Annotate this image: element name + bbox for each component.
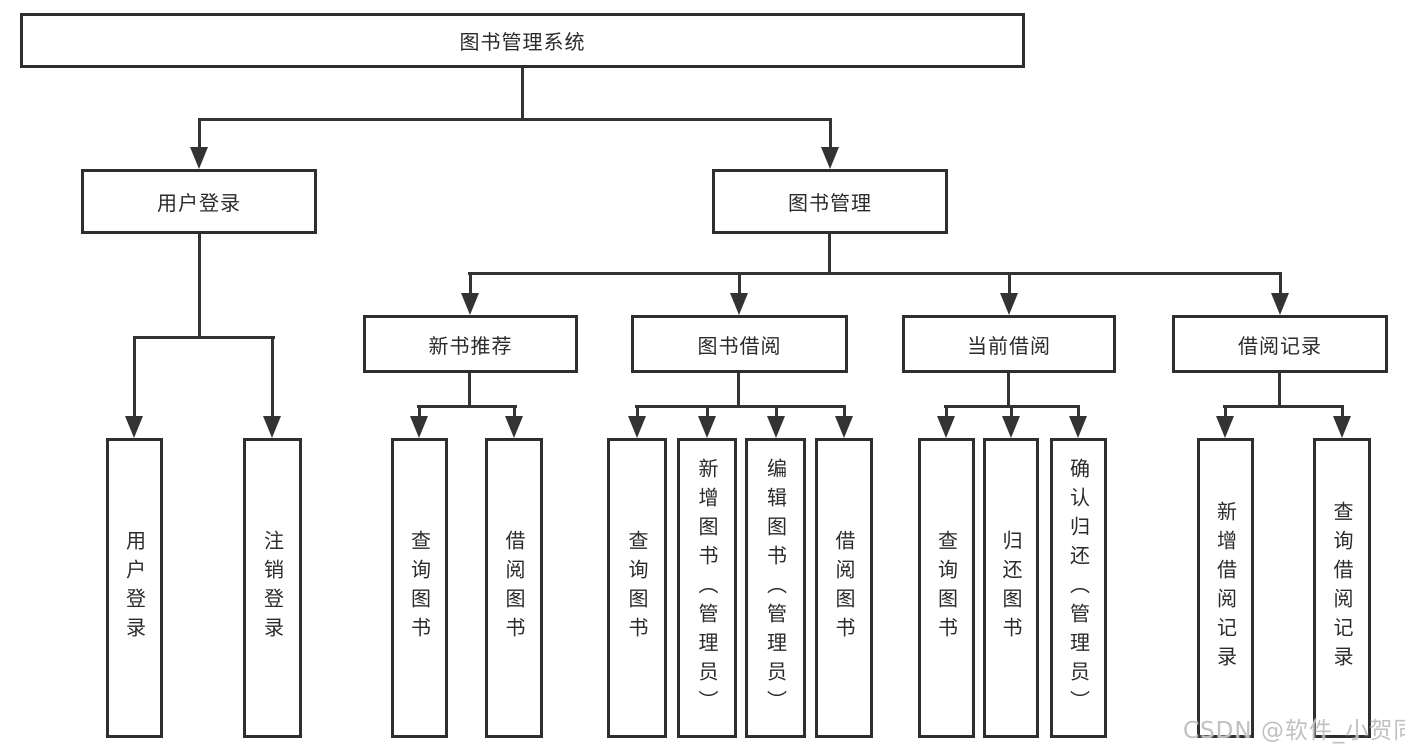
leaf-add-borrow-record-label: 新增借阅记录 bbox=[1213, 501, 1238, 675]
connector-vline bbox=[198, 234, 201, 338]
leaf-query-books-2: 查询图书 bbox=[607, 438, 667, 738]
leaf-query-books-2-label: 查询图书 bbox=[625, 530, 649, 646]
leaf-query-books-3: 查询图书 bbox=[918, 438, 975, 738]
connector-arrow-shaft bbox=[271, 336, 274, 418]
arrow-down-icon bbox=[628, 416, 646, 438]
leaf-query-books-1-label: 查询图书 bbox=[407, 530, 432, 646]
leaf-add-books-admin: 新增图书（管理员） bbox=[677, 438, 737, 738]
connector-arrow-shaft bbox=[945, 405, 948, 418]
leaf-add-borrow-record: 新增借阅记录 bbox=[1197, 438, 1254, 738]
node-borrow-records: 借阅记录 bbox=[1172, 315, 1388, 373]
leaf-borrow-books-1-label: 借阅图书 bbox=[502, 530, 526, 646]
arrow-down-icon bbox=[1216, 416, 1234, 438]
arrow-down-icon bbox=[461, 293, 479, 315]
leaf-borrow-books-2-label: 借阅图书 bbox=[832, 530, 856, 646]
connector-arrow-shaft bbox=[469, 272, 472, 295]
leaf-return-books-label: 归还图书 bbox=[999, 530, 1023, 646]
connector-arrow-shaft bbox=[1279, 272, 1282, 295]
arrow-down-icon bbox=[410, 416, 428, 438]
arrow-down-icon bbox=[1000, 293, 1018, 315]
leaf-edit-books-admin: 编辑图书（管理员） bbox=[745, 438, 806, 738]
connector-vline bbox=[1007, 373, 1010, 407]
connector-hline bbox=[133, 336, 275, 339]
connector-arrow-shaft bbox=[418, 405, 421, 418]
connector-hline bbox=[468, 272, 1282, 275]
node-book-borrow: 图书借阅 bbox=[631, 315, 848, 373]
leaf-user-login: 用户登录 bbox=[106, 438, 163, 738]
arrow-down-icon bbox=[821, 147, 839, 169]
connector-hline bbox=[198, 118, 832, 121]
leaf-borrow-books-2: 借阅图书 bbox=[815, 438, 873, 738]
leaf-confirm-return-admin-label: 确认归还（管理员） bbox=[1066, 457, 1091, 719]
connector-vline bbox=[737, 373, 740, 407]
leaf-edit-books-admin-label: 编辑图书（管理员） bbox=[763, 457, 788, 719]
connector-hline bbox=[417, 405, 517, 408]
connector-arrow-shaft bbox=[706, 405, 709, 418]
node-current-borrow-label: 当前借阅 bbox=[967, 333, 1051, 358]
leaf-return-books: 归还图书 bbox=[983, 438, 1039, 738]
connector-arrow-shaft bbox=[1077, 405, 1080, 418]
node-borrow-records-label: 借阅记录 bbox=[1238, 333, 1322, 358]
arrow-down-icon bbox=[698, 416, 716, 438]
arrow-down-icon bbox=[835, 416, 853, 438]
leaf-borrow-books-1: 借阅图书 bbox=[485, 438, 543, 738]
connector-arrow-shaft bbox=[198, 118, 201, 149]
node-book-borrow-label: 图书借阅 bbox=[697, 333, 782, 358]
leaf-add-books-admin-label: 新增图书（管理员） bbox=[695, 457, 719, 719]
node-book-management: 图书管理 bbox=[712, 169, 948, 234]
node-library-system-label: 图书管理系统 bbox=[459, 30, 586, 54]
watermark: CSDN @软件_小贺同学 bbox=[1183, 718, 1405, 744]
leaf-logout-label: 注销登录 bbox=[260, 530, 285, 646]
arrow-down-icon bbox=[263, 416, 281, 438]
connector-arrow-shaft bbox=[1010, 405, 1013, 418]
arrow-down-icon bbox=[1002, 416, 1020, 438]
node-library-system: 图书管理系统 bbox=[20, 13, 1025, 68]
node-book-management-label: 图书管理 bbox=[788, 191, 872, 215]
leaf-user-login-label: 用户登录 bbox=[122, 530, 147, 646]
connector-arrow-shaft bbox=[636, 405, 639, 418]
arrow-down-icon bbox=[937, 416, 955, 438]
leaf-query-borrow-record-label: 查询借阅记录 bbox=[1330, 501, 1354, 675]
arrow-down-icon bbox=[1069, 416, 1087, 438]
connector-arrow-shaft bbox=[513, 405, 516, 418]
connector-arrow-shaft bbox=[133, 336, 136, 418]
arrow-down-icon bbox=[1333, 416, 1351, 438]
connector-vline bbox=[521, 68, 524, 120]
connector-hline bbox=[1223, 405, 1344, 408]
node-new-book-recommend: 新书推荐 bbox=[363, 315, 578, 373]
node-user-login-label: 用户登录 bbox=[157, 191, 241, 215]
connector-hline bbox=[635, 405, 846, 408]
node-current-borrow: 当前借阅 bbox=[902, 315, 1116, 373]
connector-arrow-shaft bbox=[775, 405, 778, 418]
node-user-login: 用户登录 bbox=[81, 169, 317, 234]
connector-arrow-shaft bbox=[843, 405, 846, 418]
connector-vline bbox=[468, 373, 471, 407]
arrow-down-icon bbox=[730, 293, 748, 315]
leaf-query-borrow-record: 查询借阅记录 bbox=[1313, 438, 1371, 738]
leaf-confirm-return-admin: 确认归还（管理员） bbox=[1050, 438, 1107, 738]
connector-arrow-shaft bbox=[829, 118, 832, 149]
connector-arrow-shaft bbox=[738, 272, 741, 295]
leaf-query-books-3-label: 查询图书 bbox=[934, 530, 959, 646]
connector-arrow-shaft bbox=[1224, 405, 1227, 418]
arrow-down-icon bbox=[1271, 293, 1289, 315]
node-new-book-recommend-label: 新书推荐 bbox=[428, 333, 513, 358]
connector-arrow-shaft bbox=[1008, 272, 1011, 295]
connector-arrow-shaft bbox=[1341, 405, 1344, 418]
connector-vline bbox=[828, 234, 831, 274]
arrow-down-icon bbox=[505, 416, 523, 438]
arrow-down-icon bbox=[767, 416, 785, 438]
leaf-logout: 注销登录 bbox=[243, 438, 302, 738]
connector-vline bbox=[1278, 373, 1281, 407]
arrow-down-icon bbox=[125, 416, 143, 438]
arrow-down-icon bbox=[190, 147, 208, 169]
leaf-query-books-1: 查询图书 bbox=[391, 438, 448, 738]
